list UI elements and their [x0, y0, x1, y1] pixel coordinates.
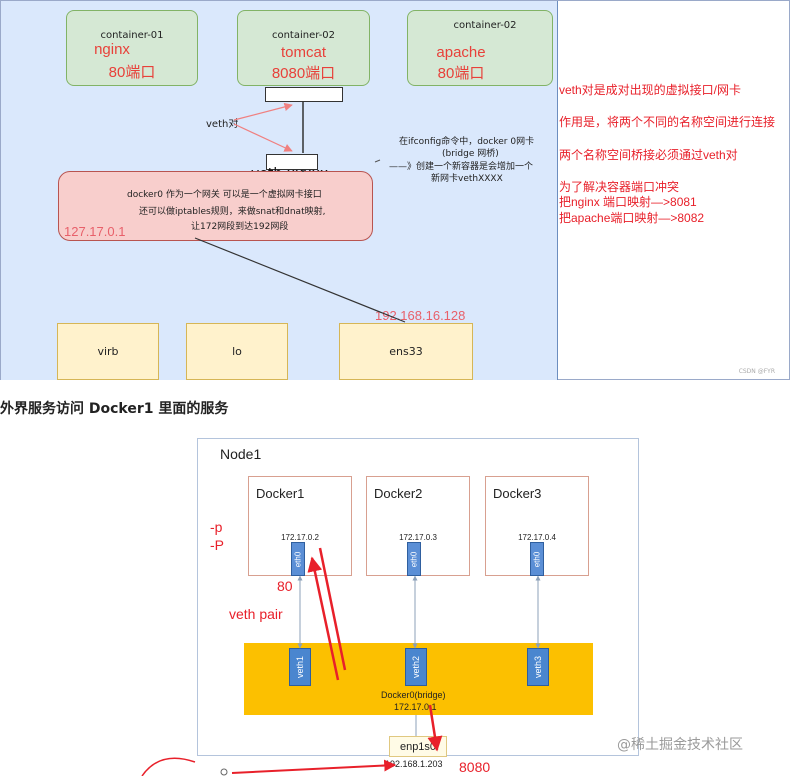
container-nginx: container-01 nginx 80端口 [66, 10, 198, 86]
juejin-watermark: @稀土掘金技术社区 [617, 737, 743, 753]
node-label: Node1 [220, 446, 262, 462]
client-origin-dot [220, 768, 228, 776]
container-port: 8080端口 [271, 65, 336, 82]
container-app: nginx [94, 41, 130, 58]
container-app: tomcat [280, 44, 326, 61]
veth-endpoint-bridge [266, 154, 318, 170]
interface-lo: lo [186, 323, 288, 380]
traffic-arrow-inbound [231, 759, 397, 774]
veth2-interface: veth2 [405, 648, 427, 686]
note-bridging: 两个名称空间桥接必须通过veth对 [559, 148, 738, 162]
ifconfig-note-2: (bridge 网桥) [442, 149, 499, 159]
veth-pointer-down [233, 123, 293, 152]
enp-label: enp1s0 [399, 740, 437, 753]
interface-label: virb [97, 345, 119, 358]
section-heading: 外界服务访问 Docker1 里面的服务 [0, 401, 229, 417]
docker2-box: Docker2 172.17.0.3 [366, 476, 470, 576]
flag-lower-p: -p [210, 519, 223, 535]
docker-name: Docker2 [374, 486, 423, 501]
csdn-watermark: CSDN @FYR [738, 368, 775, 375]
host-port-8080: 8080 [459, 759, 491, 775]
interface-ens33: ens33 [339, 323, 473, 380]
note-port-conflict: 为了解决容器端口冲突 [559, 180, 680, 194]
container-tomcat: container-02 tomcat 8080端口 [237, 10, 370, 86]
traffic-arrow-bridge [427, 704, 443, 752]
container-apache: container-02 apache 80端口 [407, 10, 553, 86]
interface-label: ens33 [389, 345, 423, 358]
client-circle-arc [141, 757, 196, 776]
note-veth-pair: veth对是成对出现的虚拟接口/网卡 [559, 83, 742, 97]
host-ip-bottom: 192.168.1.203 [385, 759, 443, 769]
docker0-bridge: docker0 作为一个网关 可以是一个虚拟网卡接口 还可以做iptables规… [58, 171, 373, 241]
veth-pair-label: veth对 [206, 119, 239, 130]
docker-name: Docker1 [256, 486, 305, 501]
docker-ip: 172.17.0.2 [281, 533, 319, 542]
veth-pair-label: veth pair [229, 606, 283, 622]
note-arrow-line [374, 159, 381, 163]
note-nginx-mapping: 把nginx 端口映射—>8081 [559, 195, 697, 209]
container-port: 80端口 [108, 64, 156, 81]
container-app: apache [436, 44, 486, 61]
docker-ip: 172.17.0.4 [518, 533, 556, 542]
traffic-arrow-down [318, 547, 347, 671]
traffic-arrow-up [307, 556, 340, 681]
bridge-name: Docker0(bridge) [381, 690, 446, 700]
bridge-ip: 127.17.0.1 [64, 224, 126, 239]
bridge-to-ens33-line [194, 237, 406, 323]
interface-virb: virb [57, 323, 159, 380]
note-apache-mapping: 把apache端口映射—>8082 [559, 211, 705, 225]
container-name: container-02 [453, 20, 517, 31]
veth3-interface: veth3 [527, 648, 549, 686]
top-diagram: container-01 nginx 80端口 container-02 tom… [0, 0, 790, 380]
bridge-ip: 172.17.0.1 [394, 702, 437, 712]
note-purpose: 作用是，将两个不同的名称空间进行连接 [559, 115, 776, 129]
container-name: container-02 [271, 30, 336, 41]
flag-upper-p: -P [210, 537, 224, 553]
docker-name: Docker3 [493, 486, 542, 501]
veth-endpoint-container [265, 87, 343, 102]
ifconfig-note-3: ——》创建一个新容器是会增加一个 [389, 162, 534, 172]
veth-pointer-up [233, 102, 293, 121]
container-port: 80端口 [437, 65, 485, 82]
ifconfig-note-4: 新网卡vethXXXX [431, 174, 503, 184]
docker-ip: 172.17.0.3 [399, 533, 437, 542]
interface-label: lo [232, 345, 242, 358]
ifconfig-note-1: 在ifconfig命令中，docker 0网卡 [399, 137, 535, 147]
veth1-interface: veth1 [289, 648, 311, 686]
container-name: container-01 [100, 30, 164, 41]
bridge-description-1: docker0 作为一个网关 可以是一个虚拟网卡接口 [127, 190, 322, 200]
container-port-80: 80 [277, 578, 293, 594]
bridge-description-2: 还可以做iptables规则，来做snat和dnat映射, [139, 207, 326, 217]
bridge-description-3: 让172网段到达192网段 [191, 222, 289, 232]
